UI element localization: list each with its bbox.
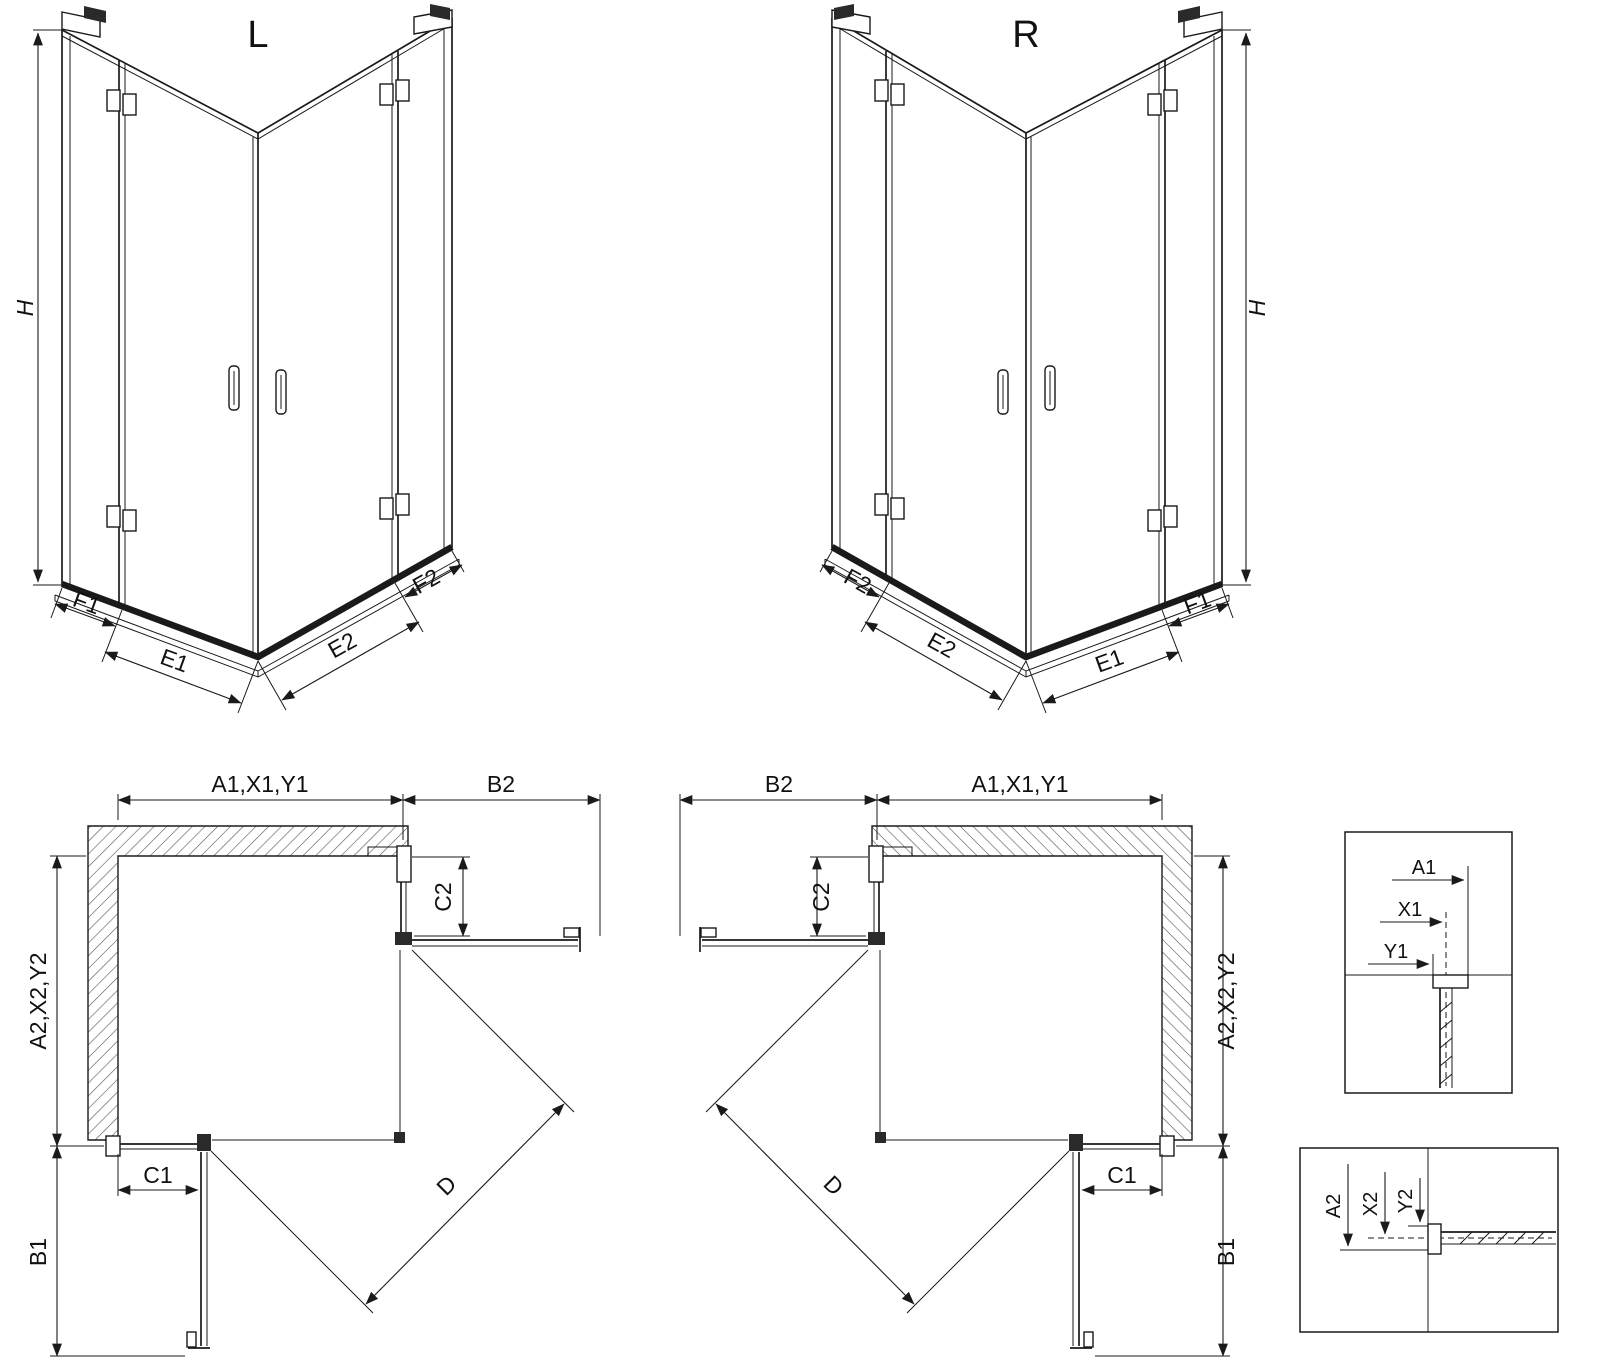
view-title-left: L [247, 14, 268, 56]
detail-box-top: A1 X1 Y1 [1344, 831, 1513, 1094]
plan-view-left [50, 794, 600, 1356]
dim-label-e1-left: E1 [157, 643, 192, 677]
detail-label-x1: X1 [1398, 899, 1422, 921]
dim-label-depth-plan-left: A2,X2,Y2 [25, 952, 51, 1049]
dim-label-b2-plan-left: B2 [487, 771, 515, 797]
dim-label-d-plan-right: D [819, 1170, 849, 1200]
dim-label-h-right: H [1244, 299, 1270, 316]
detail-label-a1: A1 [1412, 857, 1436, 879]
dim-label-h-left: H [12, 299, 38, 316]
detail-box-bottom: A2 X2 Y2 [1299, 1147, 1559, 1333]
view-title-right: R [1012, 14, 1039, 56]
dim-label-depth-plan-right: A2,X2,Y2 [1213, 952, 1239, 1049]
plan-view-right [680, 794, 1230, 1356]
dim-label-width-plan-left: A1,X1,Y1 [211, 771, 308, 797]
dim-label-c2-plan-right: C2 [808, 882, 834, 911]
dim-label-c1-plan-left: C1 [143, 1162, 172, 1188]
dim-label-c2-plan-left: C2 [430, 882, 456, 911]
detail-label-y2: Y2 [1395, 1189, 1417, 1213]
dim-label-width-plan-right: A1,X1,Y1 [971, 771, 1068, 797]
dim-label-c1-plan-right: C1 [1107, 1162, 1136, 1188]
dim-label-e1-right: E1 [1092, 643, 1127, 677]
detail-label-a2: A2 [1323, 1194, 1345, 1218]
detail-label-y1: Y1 [1384, 941, 1408, 963]
dim-label-d-plan-left: D [431, 1170, 461, 1200]
dim-label-b1-plan-right: B1 [1213, 1238, 1239, 1266]
dim-label-b2-plan-right: B2 [765, 771, 793, 797]
detail-label-x2: X2 [1360, 1192, 1382, 1216]
dim-label-b1-plan-left: B1 [25, 1238, 51, 1266]
